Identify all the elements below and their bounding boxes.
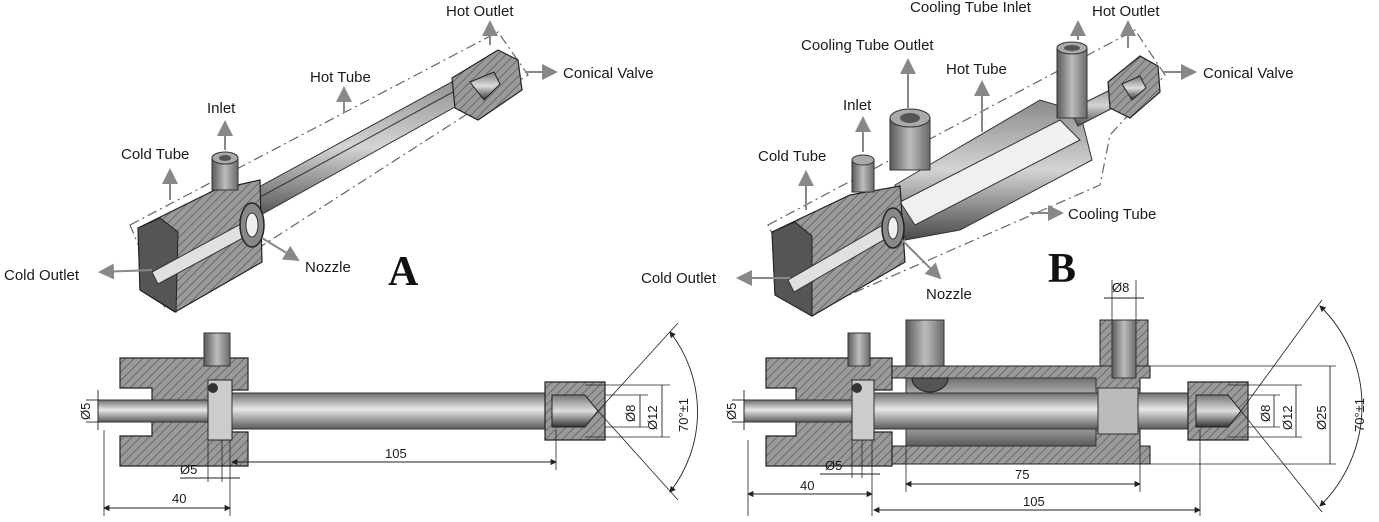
b-label-cold-outlet: Cold Outlet [641, 270, 717, 287]
a-dim-length-105: 105 [385, 446, 407, 461]
a-label-cold-tube: Cold Tube [121, 146, 189, 163]
b-dim-cold-diameter: Ø5 [724, 403, 739, 420]
b-dim-length-105: 105 [1023, 494, 1045, 509]
b-figure-letter: B [1048, 246, 1076, 292]
b-label-cooling-tube-outlet: Cooling Tube Outlet [801, 37, 934, 54]
b-dim-diameter-12: Ø12 [1280, 405, 1295, 430]
b-dim-length-75: 75 [1015, 467, 1029, 482]
a-dim-cold-diameter: Ø5 [78, 403, 93, 420]
a-label-inlet: Inlet [207, 100, 236, 117]
figure-a-isometric [98, 20, 558, 313]
b-dim-length-40: 40 [800, 478, 814, 493]
b-dim-cone-angle: 70°±1 [1352, 398, 1367, 432]
figure-b-section [732, 280, 1363, 516]
b-label-cold-tube: Cold Tube [758, 148, 826, 165]
a-label-cold-outlet: Cold Outlet [4, 267, 80, 284]
b-label-conical-valve: Conical Valve [1203, 65, 1294, 82]
a-dim-nozzle-diameter: Ø5 [180, 462, 197, 477]
b-label-hot-outlet: Hot Outlet [1092, 3, 1160, 20]
hot-tube-body [234, 71, 483, 223]
b-label-nozzle: Nozzle [926, 286, 972, 303]
b-label-hot-tube: Hot Tube [946, 61, 1007, 78]
b-dim-nozzle-diameter: Ø5 [825, 458, 842, 473]
conical-valve-shape [469, 71, 501, 101]
a-dim-diameter-8: Ø8 [623, 405, 638, 422]
conical-valve-shape [1121, 75, 1147, 101]
a-dim-cone-angle: 70°±1 [676, 398, 691, 432]
cooling-inlet-stub [1056, 47, 1088, 119]
a-label-hot-tube: Hot Tube [310, 69, 371, 86]
b-label-cooling-tube: Cooling Tube [1068, 206, 1156, 223]
a-label-conical-valve: Conical Valve [563, 65, 654, 82]
b-label-inlet: Inlet [843, 97, 872, 114]
b-dim-cooling-inlet-diameter: Ø8 [1112, 280, 1129, 295]
a-dim-diameter-12: Ø12 [645, 405, 660, 430]
a-label-nozzle: Nozzle [305, 259, 351, 276]
figure-b-isometric [736, 20, 1197, 317]
a-figure-letter: A [388, 249, 419, 295]
b-dim-diameter-8: Ø8 [1258, 405, 1273, 422]
a-dim-length-40: 40 [172, 491, 186, 506]
b-dim-diameter-25: Ø25 [1314, 405, 1329, 430]
figure-a-section [86, 322, 698, 516]
a-label-hot-outlet: Hot Outlet [446, 3, 514, 20]
b-label-cooling-tube-inlet: Cooling Tube Inlet [910, 0, 1032, 16]
